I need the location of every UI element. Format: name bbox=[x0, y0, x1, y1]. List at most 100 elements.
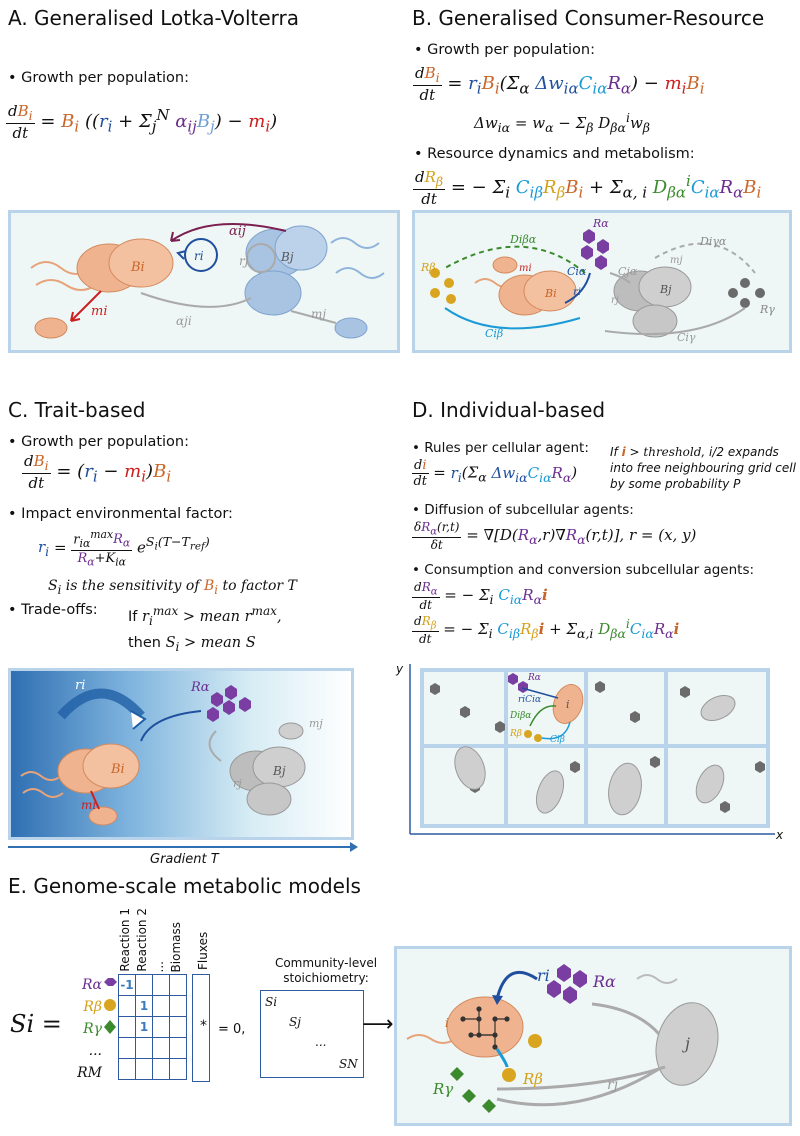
row-markers bbox=[104, 978, 117, 1034]
entry-dots: ... bbox=[315, 1035, 327, 1049]
label-rj: rj bbox=[611, 295, 619, 306]
label-bj: Bj bbox=[280, 250, 294, 264]
matrix-cell: 1 bbox=[135, 995, 153, 1017]
label-bi: Bi bbox=[110, 762, 125, 777]
panel-a-diagram: Bi ri αij Bj rj αji mi mj bbox=[8, 210, 400, 353]
individual-based-grid: Rα riCiα Diβα Rβ Ciβ i bbox=[409, 664, 775, 835]
lotka-volterra-illustration: Bi ri αij Bj rj αji mi mj bbox=[30, 222, 385, 339]
panel-d-bullet1: • Rules per cellular agent: bbox=[412, 440, 589, 456]
equals-zero: = 0, bbox=[218, 1022, 246, 1037]
row-label-dots: ... bbox=[88, 1043, 102, 1059]
label-ra: Rα bbox=[592, 217, 609, 230]
consumption-label: Consumption and conversion subcellular a… bbox=[424, 562, 755, 578]
label-cib: Ciβ bbox=[550, 735, 565, 745]
fluxes-label: Fluxes bbox=[196, 931, 210, 970]
label-j: j bbox=[682, 1034, 690, 1053]
matrix-cell: -1 bbox=[118, 974, 136, 996]
arrow-to-diagram: ⟶ bbox=[362, 1012, 394, 1037]
growth-label: Growth per population: bbox=[427, 42, 596, 58]
panel-d-bullet3: • Consumption and conversion subcellular… bbox=[412, 562, 755, 578]
label-rg: Rγ bbox=[432, 1080, 453, 1098]
tradeoffs-label: Trade-offs: bbox=[21, 602, 98, 618]
panel-d-diffusion-equation: δRα(r,t)δt = ∇[D(Rα,r)∇Rα(r,t)], r = (x,… bbox=[412, 520, 697, 553]
resource-label: Resource dynamics and metabolism: bbox=[427, 146, 695, 162]
label-cib: Ciβ bbox=[485, 327, 503, 340]
entry-sn: SN bbox=[339, 1057, 358, 1071]
label-mj: mj bbox=[311, 307, 326, 321]
circle-marker bbox=[104, 999, 116, 1011]
label-dba: Diβα bbox=[509, 233, 537, 246]
axis-x-label: x bbox=[776, 828, 784, 842]
panel-b-diagram: Rα Rβ Rγ Diβα Diγα Ciα Cjα Ciβ Ciγ Bi Bj… bbox=[412, 210, 792, 353]
label-dba: Diβα bbox=[509, 711, 531, 721]
panel-b-bullet1: • Growth per population: bbox=[414, 42, 596, 58]
community-matrix: Si Sj ... SN bbox=[260, 990, 364, 1078]
row-label-rb: Rβ bbox=[83, 999, 102, 1015]
label-ri: ri bbox=[573, 287, 581, 298]
impact-label: Impact environmental factor: bbox=[21, 506, 233, 522]
panel-d-bullet2: • Diffusion of subcellular agents: bbox=[412, 502, 634, 518]
label-rg: Rγ bbox=[759, 303, 775, 316]
label-rj: rj bbox=[607, 1077, 619, 1093]
panel-c-bullet3: • Trade-offs: bbox=[8, 602, 98, 618]
panel-d-rule-note: If i > threshold, i/2 expands into free … bbox=[610, 445, 796, 491]
panel-b-bullet2: • Resource dynamics and metabolism: bbox=[414, 146, 695, 162]
label-dga: Diγα bbox=[699, 235, 727, 248]
label-mi: mi bbox=[91, 304, 108, 319]
label-mj: mj bbox=[670, 255, 683, 266]
panel-c-title: C. Trait-based bbox=[8, 398, 146, 422]
flux-vector bbox=[192, 974, 210, 1082]
label-bj: Bj bbox=[659, 283, 672, 296]
label-mj: mj bbox=[309, 717, 323, 730]
label-ri: ri bbox=[194, 249, 204, 263]
row-label-ra: Rα bbox=[82, 977, 102, 993]
col-reaction-2: Reaction 2 bbox=[135, 908, 149, 972]
panel-e-title: E. Genome-scale metabolic models bbox=[8, 874, 361, 898]
multiply-sign: * bbox=[200, 1018, 207, 1034]
growth-label: Growth per population: bbox=[21, 434, 190, 450]
label-mi: mi bbox=[81, 798, 96, 812]
panel-c-sensitivity: Si is the sensitivity of Bi to factor T bbox=[48, 578, 297, 597]
stoichiometric-matrix: -1 1 1 bbox=[118, 974, 187, 1080]
panel-a-bullet: • Growth per population: bbox=[8, 70, 190, 86]
label-mi: mi bbox=[519, 263, 532, 274]
label-cig: Ciγ bbox=[677, 331, 696, 344]
label-bi: Bi bbox=[130, 260, 145, 275]
panel-b-title: B. Generalised Consumer-Resource bbox=[412, 6, 765, 30]
col-reaction-1: Reaction 1 bbox=[118, 908, 132, 972]
label-i: i bbox=[445, 1016, 449, 1030]
entry-sj: Sj bbox=[289, 1015, 301, 1029]
panel-e-diagram: ri Rα Rβ Rγ rj i j bbox=[394, 946, 792, 1126]
matrix-cell: 1 bbox=[135, 1016, 153, 1038]
gradient-label: Gradient T bbox=[150, 852, 219, 867]
row-label-rm: RM bbox=[77, 1065, 102, 1081]
row-label-rg: Rγ bbox=[83, 1021, 102, 1037]
rules-label: Rules per cellular agent: bbox=[424, 440, 589, 456]
label-rj: rj bbox=[233, 777, 242, 790]
label-ra: Rα bbox=[592, 972, 616, 991]
panel-c-bullet2: • Impact environmental factor: bbox=[8, 506, 233, 522]
label-bj: Bj bbox=[272, 764, 286, 778]
stoichiometry-lhs: Si = bbox=[10, 1010, 62, 1038]
label-rj: rj bbox=[239, 254, 249, 268]
panel-a-title: A. Generalised Lotka-Volterra bbox=[8, 6, 300, 30]
label-cja: Cjα bbox=[618, 265, 638, 278]
label-aji: αji bbox=[176, 314, 192, 328]
diffusion-label: Diffusion of subcellular agents: bbox=[424, 502, 634, 518]
consumer-resource-illustration: Rα Rβ Rγ Diβα Diγα Ciα Cjα Ciβ Ciγ Bi Bj… bbox=[420, 217, 775, 344]
metabolic-model-illustration: ri Rα Rβ Rγ rj i j bbox=[406, 964, 719, 1113]
label-rb: Rβ bbox=[420, 261, 436, 274]
label-rb: Rβ bbox=[509, 729, 522, 739]
growth-label: Growth per population: bbox=[21, 70, 190, 86]
label-bi: Bi bbox=[544, 287, 557, 300]
hexagon-marker bbox=[104, 978, 117, 986]
label-ricia: riCiα bbox=[518, 695, 541, 705]
